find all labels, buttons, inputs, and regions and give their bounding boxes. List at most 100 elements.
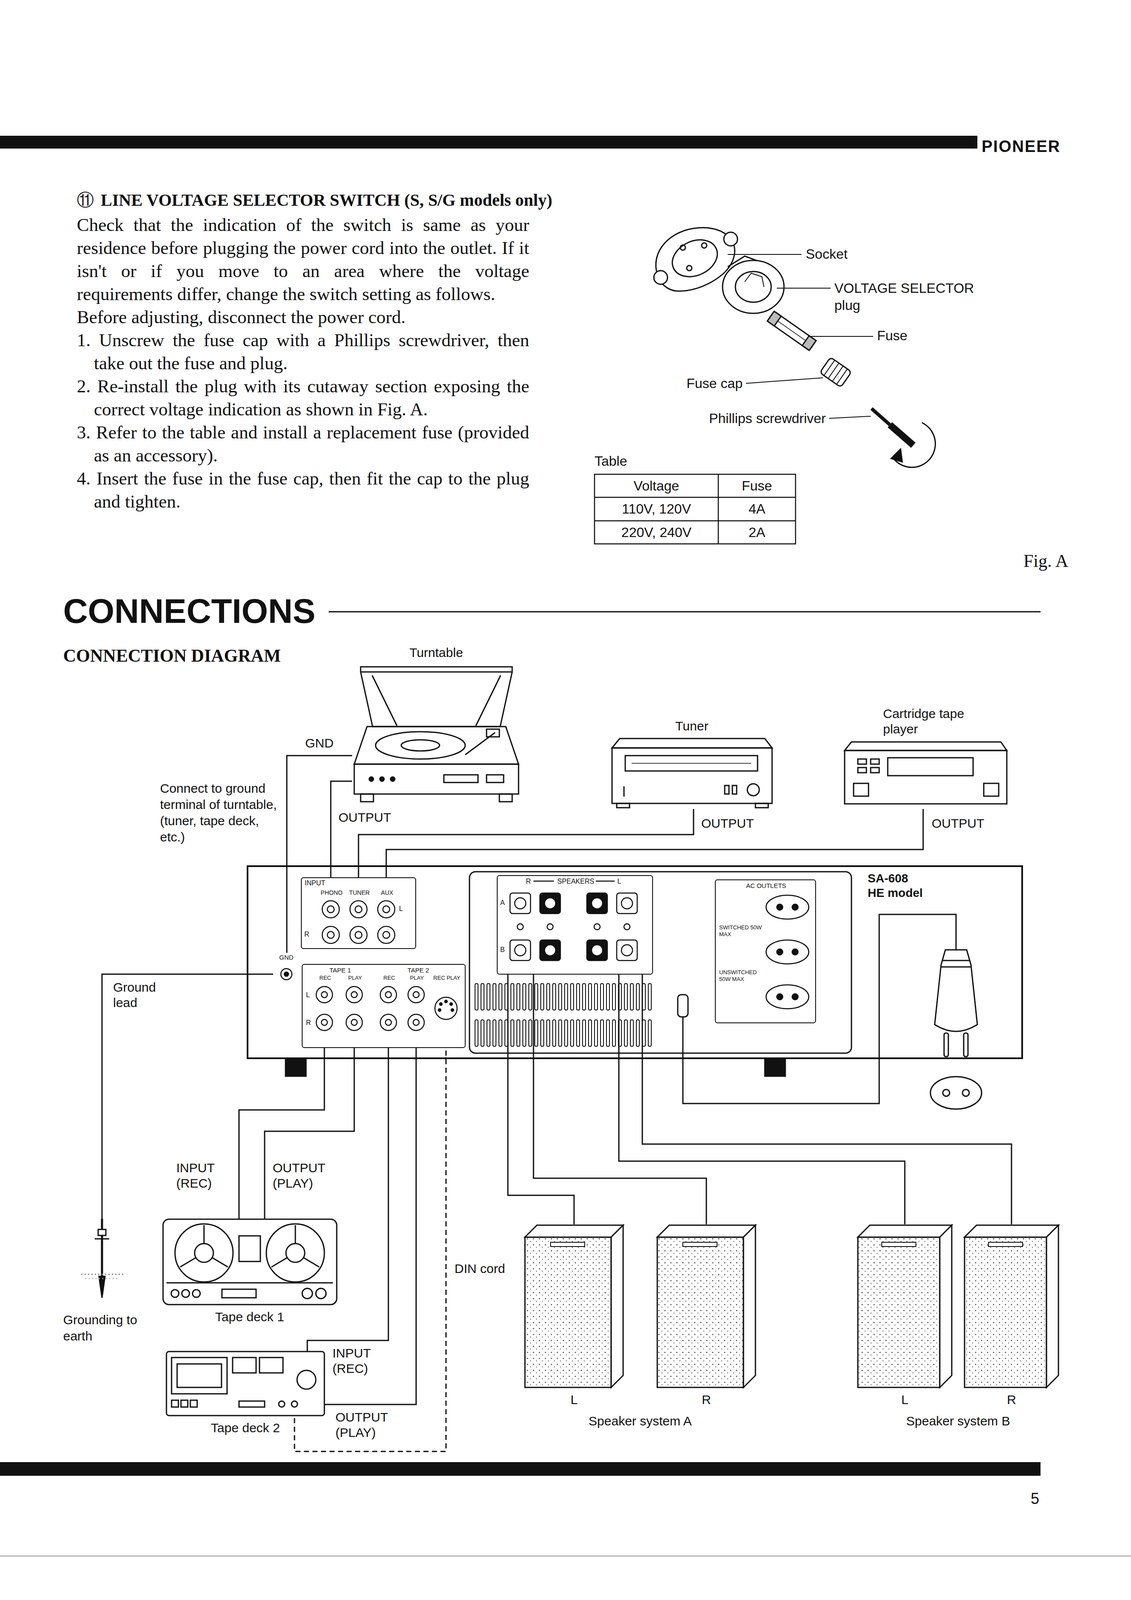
speaker-terminal: [586, 892, 608, 914]
jack-symbol: [385, 991, 392, 998]
fuse-holder-drawing: [744, 273, 764, 287]
section-heading: CONNECTIONS: [63, 594, 316, 629]
amplifier-drawing: [677, 994, 688, 1017]
cable-label: OUTPUT: [337, 810, 393, 825]
speaker-terminal: [586, 939, 608, 961]
table-grid: [717, 474, 720, 544]
tuner-box: Tuner: [612, 738, 773, 809]
table-cell: Fuse: [718, 478, 796, 494]
tape-panel: TAPE 1TAPE 2RECPLAYRECPLAYREC PLAYLR: [301, 963, 466, 1048]
table-title: Table: [594, 453, 628, 470]
tape-deck-drawing: [171, 1289, 179, 1298]
speaker-panel: RSPEAKERSLAB: [496, 874, 653, 975]
panel-label: UNSWITCHED 50W MAX: [719, 968, 764, 983]
jack-symbol: [382, 931, 390, 939]
panel-label: REC: [314, 974, 336, 982]
ground-stake: [101, 1218, 104, 1277]
ground-stake: Grounding to earth: [63, 1218, 149, 1347]
jack-symbol: [284, 971, 289, 977]
signal-cable: [618, 974, 905, 1225]
table-grid: [594, 474, 796, 544]
tape-deck-drawing: [297, 1370, 316, 1389]
speaker-box: R: [657, 1224, 756, 1388]
cartridge-player-drawing: [983, 783, 999, 796]
fuse-holder-drawing: [666, 233, 724, 284]
jack-symbol: [444, 999, 448, 1003]
panel-label: A: [500, 898, 505, 907]
panel-label: AC OUTLETS: [723, 881, 809, 890]
fuse-holder-drawing: [723, 232, 738, 246]
panel-label: PLAY: [406, 974, 428, 982]
speaker-terminal: [591, 897, 603, 909]
leader-line: [776, 287, 831, 289]
jack-symbol: [280, 900, 458, 1031]
speaker-drawing: [682, 1241, 718, 1247]
table-grid: [594, 474, 796, 544]
tape-deck-drawing: [180, 1257, 196, 1267]
tuner-drawing: [631, 762, 752, 764]
amplifier-drawing: [764, 1058, 786, 1076]
table-cell: 110V, 120V: [594, 501, 719, 517]
turntable-drawing: [360, 793, 374, 802]
fuse-holder-drawing: [802, 335, 817, 350]
ac-outlet-panel: AC OUTLETSSWITCHED 50W MAXUNSWITCHED 50W…: [714, 879, 817, 1024]
din-cord: [294, 1047, 446, 1452]
panel-label: GND: [273, 953, 300, 961]
device-label: L: [857, 1392, 952, 1408]
tuner-drawing: [755, 803, 769, 808]
part-label: VOLTAGE SELECTOR plug: [834, 279, 989, 314]
tape-deck-drawing: [232, 1357, 257, 1373]
jack-symbol: [413, 1019, 420, 1026]
jack-symbol: [349, 926, 368, 944]
turntable-drawing: [379, 776, 385, 782]
speaker-drawing: [857, 1224, 952, 1237]
tape-deck-drawing: [171, 1399, 179, 1407]
ac-outlet: [766, 984, 809, 1009]
power-cord: [941, 966, 971, 968]
cartridge-player-drawing: [870, 758, 880, 764]
turntable-drawing: [375, 731, 466, 759]
leader-line: [727, 253, 802, 255]
tape-deck-drawing: [294, 1224, 297, 1244]
leader-line: [808, 335, 874, 337]
panel-label: SPEAKERS: [554, 877, 598, 886]
tape-deck-drawing: [315, 1288, 327, 1299]
turntable-drawing: [486, 774, 504, 783]
jack-symbol: [351, 1019, 358, 1026]
jack-symbol: [349, 900, 368, 918]
jack-symbol: [346, 1014, 363, 1031]
turntable-drawing: [360, 671, 513, 673]
speaker-drawing: [743, 1224, 756, 1388]
speaker-drawing: [550, 1241, 585, 1247]
cartridge-player-drawing: [844, 750, 1007, 804]
page-bar: [0, 1461, 1041, 1476]
jack-symbol: [377, 900, 395, 918]
jack-symbol: [316, 986, 333, 1003]
speaker-terminal: [595, 880, 615, 882]
ground-terminal: GND: [273, 952, 302, 982]
ac-outlet: [776, 948, 783, 955]
jack-symbol: [380, 1014, 397, 1031]
jack-symbol: [322, 926, 340, 944]
input-panel: INPUTPHONOTUNERAUXLR: [300, 877, 417, 949]
panel-label: L: [306, 991, 310, 999]
cable-label: INPUT (REC): [174, 1160, 237, 1191]
fuse-holder-drawing: [653, 227, 936, 467]
turntable-drawing: [354, 763, 519, 794]
speaker-drawing: [657, 1236, 744, 1388]
tape-deck-drawing: [163, 1218, 337, 1416]
cable-label: OUTPUT: [699, 816, 755, 831]
text-column: Check that the indication of the switch …: [76, 213, 530, 514]
panel-label: REC PLAY: [429, 974, 464, 982]
signal-cable: [386, 808, 924, 878]
turntable-drawing: [465, 732, 496, 755]
body-text: Before adjusting, disconnect the power c…: [76, 305, 530, 329]
jack-symbol: [380, 986, 397, 1003]
ground-stake: [98, 1229, 106, 1236]
speaker-terminal: [539, 939, 561, 961]
panel-label: R: [304, 930, 310, 939]
tape-deck-drawing: [190, 1399, 198, 1407]
part-label: Socket: [805, 246, 848, 263]
speaker-drawing: [524, 1224, 624, 1237]
jack-symbol: [322, 900, 340, 918]
